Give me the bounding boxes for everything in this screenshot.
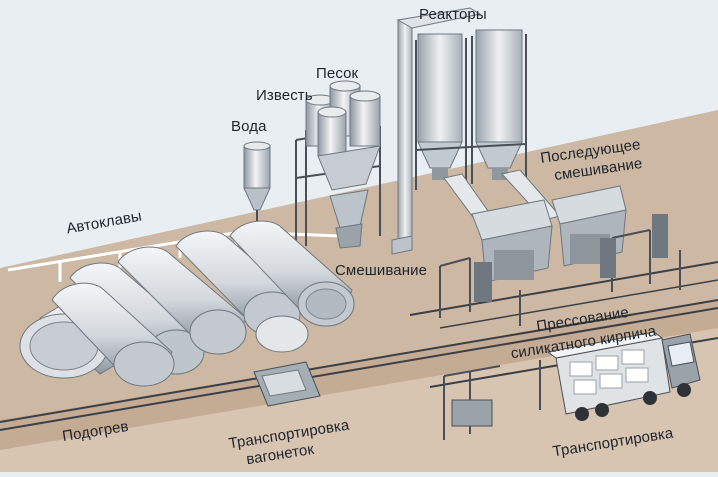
brick-cart [253,361,321,407]
mixer-unit [471,199,553,283]
silo-tank [349,90,381,147]
reactor-frame [415,34,527,190]
feed-duct-top [396,7,482,29]
duct-elbow [391,235,413,255]
press-body [652,214,668,258]
autoclave [51,282,175,387]
truck [546,331,701,421]
rail-track [0,299,718,423]
label-water: Вода [231,118,267,135]
feed-duct [397,17,413,243]
label-reactors: Реакторы [419,6,487,23]
loader-body [451,399,493,427]
autoclave [229,220,355,327]
rail-track [439,279,718,329]
label-lime: Известь [256,87,313,104]
floor-front-edge [0,328,718,472]
silo-tank [317,106,347,157]
label-mixing: Смешивание [335,262,428,279]
silo-hopper [317,145,381,191]
rail-track [409,261,718,316]
rail-track [0,307,718,431]
press-body [474,262,492,302]
water-tank [243,141,271,232]
reactor [417,33,463,180]
autoclave-door-open [255,315,309,353]
reactor [475,29,523,180]
mixer-drum [335,223,363,249]
press-body [600,238,616,278]
label-sand: Песок [316,65,359,82]
